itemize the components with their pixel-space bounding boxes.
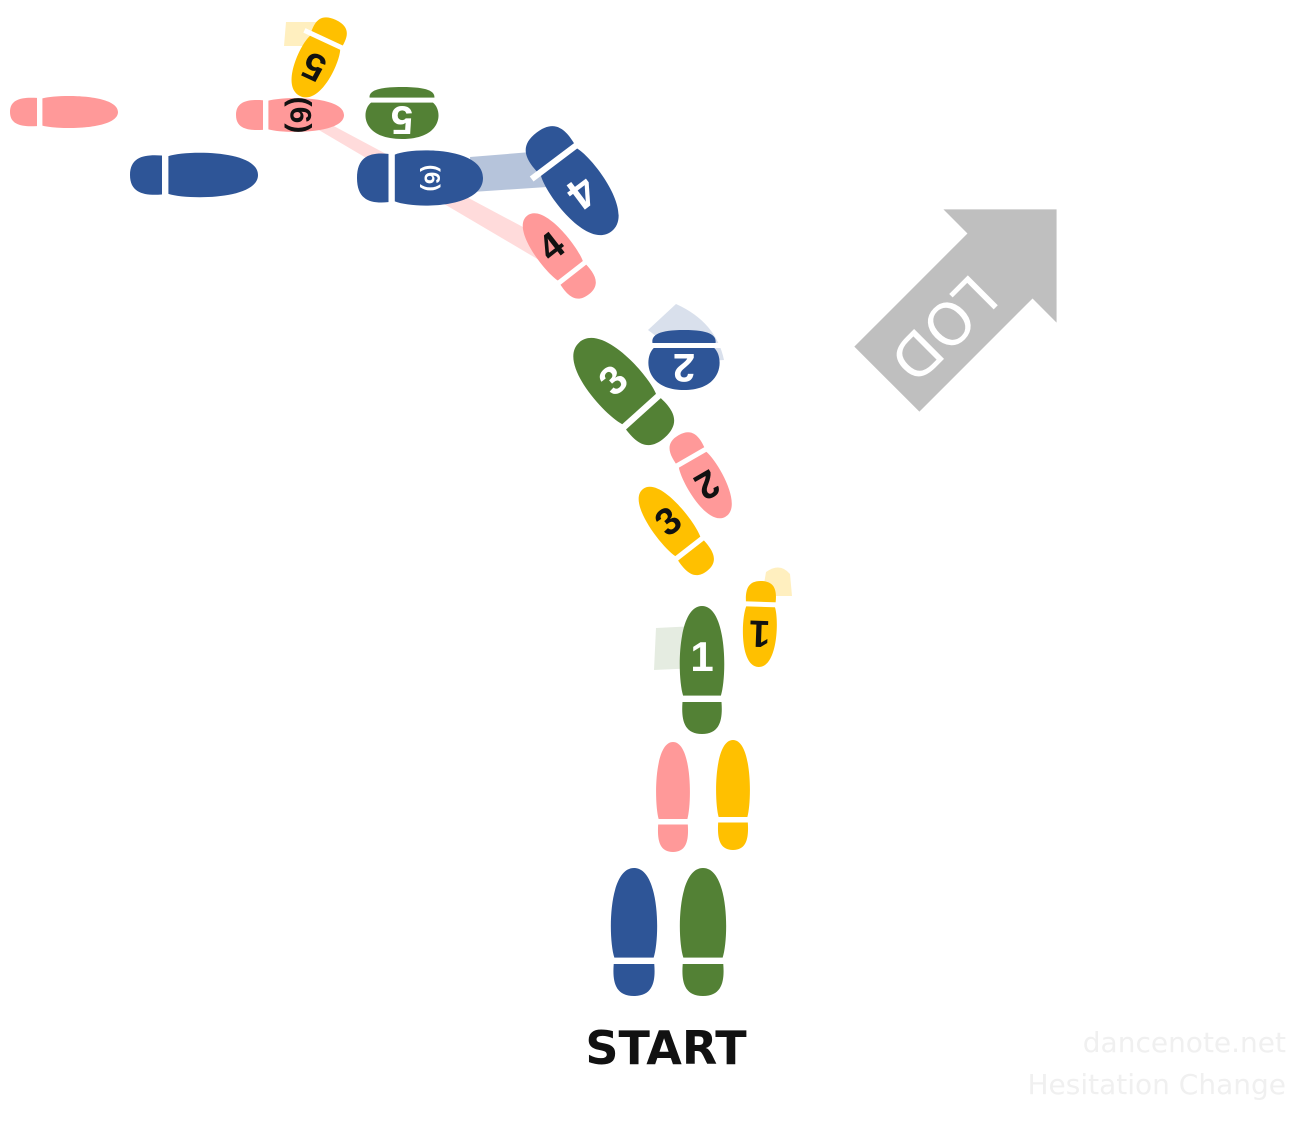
- man-step-4-sole: [525, 126, 619, 235]
- lady-start-right-foot: [712, 740, 754, 850]
- lady-prev-foot-heel-gap: [36, 92, 43, 132]
- lady-step-3-heel-gap: [669, 532, 710, 565]
- lady-start-right-foot-heel-gap: [712, 817, 754, 823]
- watermark-figure-name: Hesitation Change: [1027, 1068, 1286, 1101]
- lady-step-6: (6): [236, 94, 344, 136]
- man-step-5: 5: [359, 87, 445, 142]
- lod-arrow-shape: [854, 209, 1057, 412]
- man-step-4-heel-gap: [529, 137, 585, 182]
- lady-start-left-foot: [652, 742, 694, 852]
- man-step-3-heel-gap: [615, 387, 668, 436]
- lady-prev-foot: [10, 92, 118, 132]
- lady-step-5-heel-gap: [303, 28, 349, 53]
- lady-step-1-number: 1: [748, 611, 771, 654]
- lady-step-3-sole: [638, 486, 714, 576]
- lady-start-right-foot-sole: [716, 740, 750, 850]
- lady-step-4-heel-gap: [552, 256, 592, 289]
- lod-arrow: LOD: [854, 209, 1057, 412]
- man-start-left-foot: [606, 868, 662, 996]
- man-step-6-number: (6): [419, 165, 444, 192]
- man-step-2: 2: [642, 330, 726, 390]
- lady-prev-foot-sole: [10, 95, 118, 129]
- man-prev-foot: [130, 148, 258, 202]
- man-start-right-foot: [675, 868, 731, 996]
- man-start-left-foot-sole: [610, 868, 658, 996]
- man-step-6: (6): [357, 145, 483, 211]
- man-prev-foot-sole: [130, 152, 258, 198]
- lady-start-left-foot-sole: [656, 742, 690, 852]
- man-start-right-foot-heel-gap: [675, 957, 731, 964]
- man-step-6-heel-gap: [388, 145, 395, 211]
- man-step-1-heel-gap: [675, 695, 729, 702]
- lady-step-2-heel-gap: [670, 443, 713, 472]
- man-start-left-foot-heel-gap: [606, 957, 662, 964]
- man-step-5-heel-gap: [359, 97, 445, 103]
- lady-step-5: 5: [291, 17, 349, 98]
- lady-step-1-heel-gap: [739, 601, 782, 608]
- man-start-right-foot-sole: [679, 868, 727, 996]
- man-step-3: 3: [573, 338, 675, 445]
- man-step-2-heel-gap: [642, 343, 726, 348]
- man-step-3-sole: [573, 338, 675, 445]
- lady-step-6-number: (6): [284, 97, 317, 134]
- lady-start-left-foot-heel-gap: [652, 819, 694, 825]
- man-step-2-number: 2: [673, 345, 695, 389]
- man-prev-foot-heel-gap: [161, 148, 169, 202]
- lady-step-6-heel-gap: [262, 94, 269, 136]
- man-step-4: 4: [525, 126, 619, 235]
- man-step-1-number: 1: [690, 633, 713, 680]
- watermark-site: dancenote.net: [1083, 1026, 1286, 1059]
- lady-step-2-sole: [669, 432, 732, 519]
- start-label: START: [585, 1021, 747, 1075]
- man-step-5-number: 5: [391, 98, 413, 142]
- lady-step-4-sole: [522, 213, 596, 299]
- lady-step-1: 1: [739, 581, 782, 667]
- man-step-1: 1: [675, 606, 729, 734]
- lady-step-5-sole: [291, 17, 347, 98]
